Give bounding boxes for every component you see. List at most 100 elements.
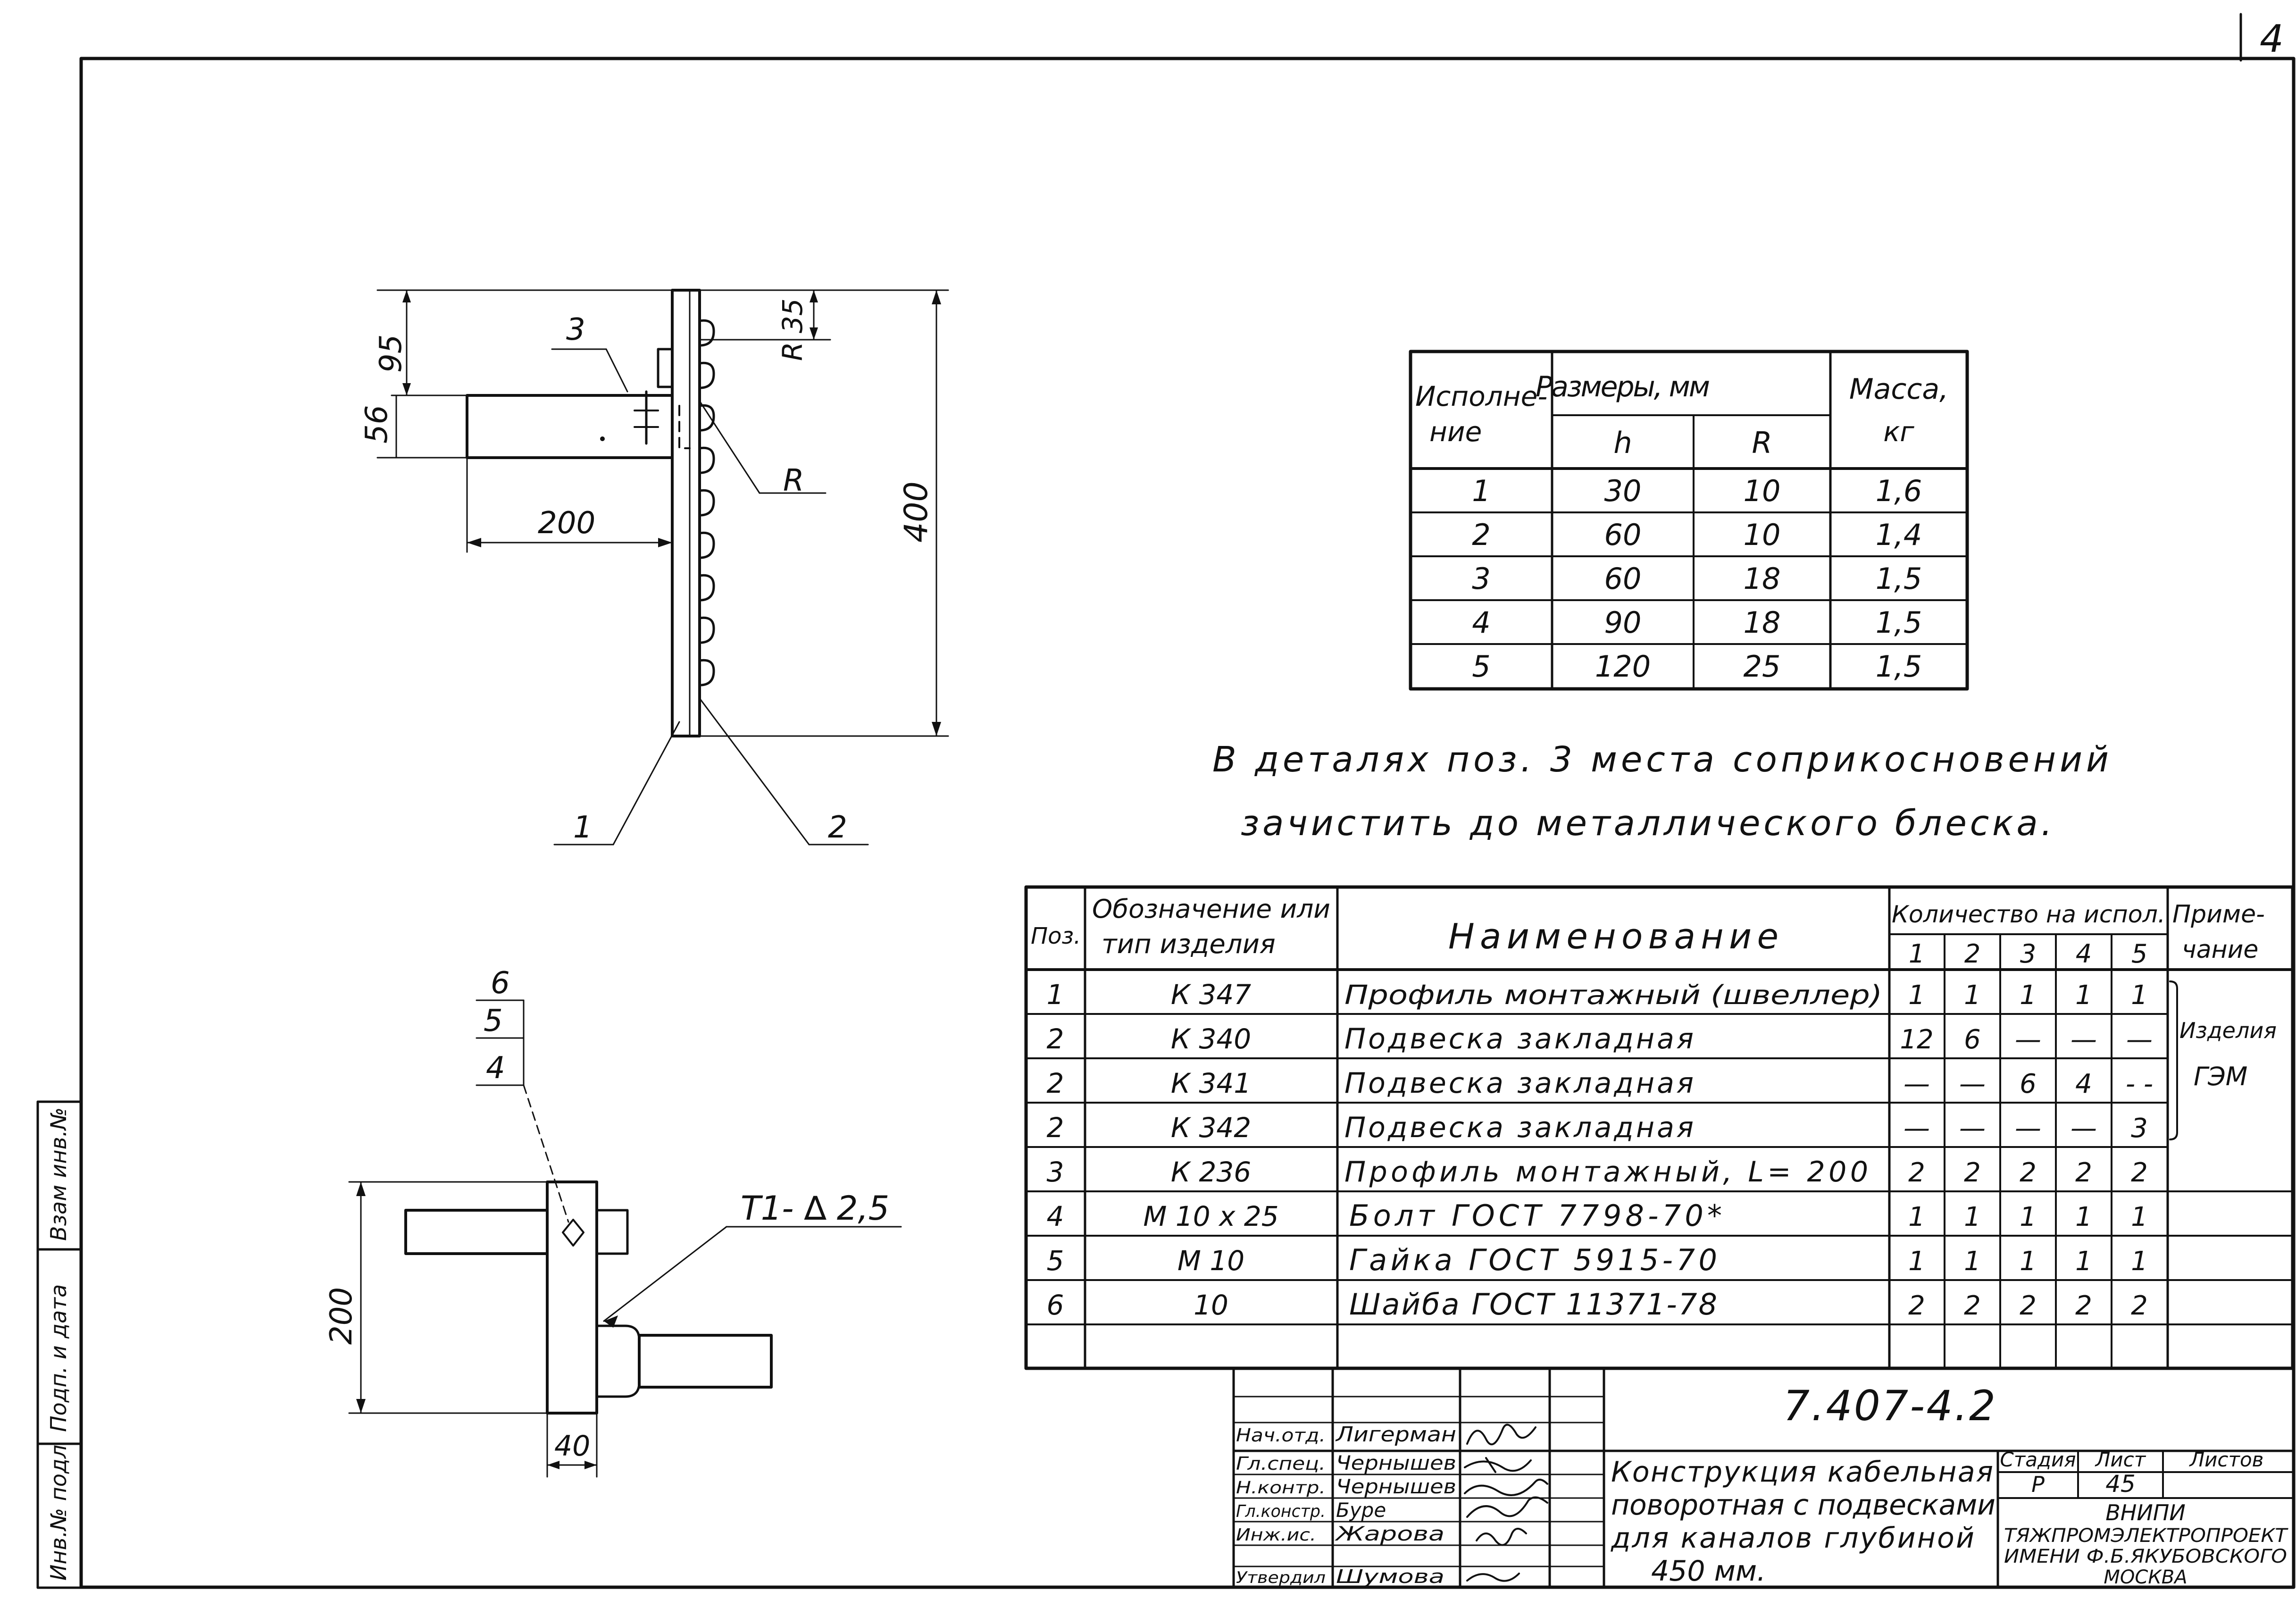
spec-cell-name: Шайба ГОСТ 11371-78	[1349, 1287, 1717, 1322]
vt-cell: 5	[1472, 649, 1490, 684]
spec-cell-qty: - -	[2126, 1069, 2153, 1099]
callout-1: 1	[573, 810, 593, 845]
spec-cell-designation: М 10	[1177, 1245, 1244, 1277]
spec-cell-qty: 2	[2131, 1157, 2148, 1188]
vt-header-mass-1: Масса,	[1849, 373, 1948, 406]
spec-header-name: Наименование	[1448, 916, 1778, 957]
tb-title-line: поворотная с подвесками	[1611, 1489, 1995, 1522]
spec-cell-qty: 6	[1964, 1024, 1981, 1055]
spec-cell-qty: 3	[2131, 1113, 2148, 1144]
vt-cell: 2	[1472, 518, 1490, 552]
dim-200-bottom: 200	[324, 1287, 359, 1345]
spec-cell-designation: К 341	[1171, 1067, 1251, 1099]
bottom-view-drawing: 200 40 6 5 4 Т1- ∆ 2,5	[324, 966, 902, 1478]
spec-cell-pos: 2	[1047, 1067, 1064, 1099]
vt-header-h: h	[1613, 426, 1632, 460]
side-stamp-cell-2: Подп. и дата	[46, 1284, 71, 1432]
spec-row: 2 К 341 Подвеска закладная — — 6 4 - -	[1047, 1067, 2154, 1100]
vt-header-mass-2: кг	[1883, 416, 1914, 448]
spec-cell-qty: —	[1904, 1069, 1930, 1099]
spec-cell-designation: 10	[1194, 1289, 1228, 1321]
callout-3: 3	[566, 312, 585, 347]
vt-cell: 1,5	[1876, 605, 1922, 640]
tb-sheet-label: Лист	[2095, 1448, 2146, 1471]
vt-cell: 30	[1604, 474, 1642, 508]
spec-cell-pos: 6	[1047, 1289, 1064, 1321]
spec-cell-qty: —	[2071, 1113, 2097, 1144]
side-stamp: Взам инв.№ Подп. и дата Инв.№ подл	[36, 1100, 83, 1589]
spec-row: 2 К 340 Подвеска закладная 12 6 — — —	[1047, 1022, 2153, 1055]
spec-cell-qty: —	[2071, 1024, 2097, 1055]
spec-cell-pos: 5	[1047, 1245, 1064, 1277]
vt-row: 4 90 18 1,5	[1472, 605, 1922, 640]
label-R: R	[783, 463, 804, 498]
tb-stage-label: Стадия	[2000, 1448, 2076, 1471]
spec-cell-qty: 1	[2020, 1202, 2037, 1232]
vt-row: 2 60 10 1,4	[1472, 518, 1922, 552]
tb-role: Утвердил	[1236, 1568, 1326, 1587]
spec-note-products: Изделия	[2179, 1018, 2277, 1043]
tb-role: Гл.спец.	[1236, 1453, 1326, 1474]
spec-cell-designation: К 236	[1171, 1156, 1251, 1188]
spec-cell-qty: 1	[1964, 1246, 1981, 1277]
dim-200-top: 200	[538, 506, 595, 541]
vt-cell: 120	[1595, 649, 1651, 684]
variant-table: Исполне- ние Размеры, мм h R Масса, кг 1…	[1409, 350, 1969, 691]
spec-cell-designation: К 342	[1171, 1112, 1251, 1144]
vt-header-R: R	[1752, 426, 1772, 460]
dim-r35: R 35	[776, 298, 809, 361]
top-view-drawing: 95 56 200 400 R 35 3 R 1 2	[359, 289, 949, 846]
note-line-2: зачистить до металлического блеска.	[1241, 803, 2052, 844]
spec-cell-designation: К 340	[1171, 1023, 1251, 1055]
tb-title-line: 450 мм.	[1651, 1555, 1766, 1588]
callout-2: 2	[828, 810, 847, 845]
spec-cell-qty: 1	[2020, 980, 2037, 1011]
tb-name: Шумова	[1336, 1566, 1444, 1588]
spec-cell-qty: 1	[2075, 1246, 2092, 1277]
vt-row: 5 120 25 1,5	[1472, 649, 1922, 684]
tb-name: Жарова	[1334, 1522, 1444, 1545]
spec-cell-designation: М 10 х 25	[1143, 1200, 1278, 1232]
spec-cell-pos: 4	[1047, 1200, 1064, 1232]
vt-cell: 60	[1604, 518, 1642, 552]
tb-role: Инж.ис.	[1236, 1525, 1316, 1545]
tb-org-line: ИМЕНИ Ф.Б.ЯКУБОВСКОГО	[2004, 1546, 2287, 1567]
signature-2	[1464, 1457, 1532, 1473]
spec-cell-qty: 1	[1964, 980, 1981, 1011]
title-block: 7.407-4.2 Нач.отд. Гл.спец. Н.контр. Гл.…	[1232, 1367, 2294, 1589]
vt-cell: 10	[1744, 474, 1781, 508]
sheet-number: 4	[2260, 17, 2284, 61]
dim-40: 40	[554, 1430, 590, 1463]
callout-5: 5	[484, 1004, 503, 1038]
signature-6	[1466, 1573, 1520, 1582]
spec-header-note-1: Приме-	[2172, 900, 2265, 929]
note-line-1: В деталях поз. 3 места соприкосновений	[1212, 739, 2109, 780]
spec-cell-pos: 2	[1047, 1112, 1064, 1144]
vt-row: 1 30 10 1,6	[1472, 474, 1922, 508]
spec-cell-qty: 1	[2131, 1246, 2148, 1277]
signature-3	[1464, 1479, 1548, 1496]
tb-name: Лигерман	[1335, 1423, 1456, 1447]
vt-cell: 3	[1472, 561, 1490, 596]
tb-name: Чернышев	[1336, 1451, 1456, 1474]
spec-cell-qty: 2	[1964, 1290, 1981, 1321]
vt-cell: 90	[1604, 605, 1642, 640]
tb-role: Н.контр.	[1236, 1478, 1326, 1498]
vt-header-dims: Размеры, мм	[1536, 370, 1710, 403]
spec-cell-qty: 1	[1908, 1202, 1925, 1232]
drawing-frame	[79, 57, 2296, 1589]
spec-cell-qty: 2	[2075, 1157, 2092, 1188]
spec-cell-pos: 3	[1047, 1156, 1064, 1188]
spec-row: 3 К 236 Профиль монтажный, L= 200 2 2 2 …	[1047, 1155, 2148, 1189]
spec-header-pos: Поз.	[1031, 923, 1081, 949]
tb-org-line: ВНИПИ	[2105, 1500, 2186, 1525]
spec-cell-name: Подвеска закладная	[1344, 1067, 1694, 1100]
tb-sheets-label: Листов	[2189, 1448, 2264, 1471]
spec-row: 1 К 347 Профиль монтажный (швеллер) 1 1 …	[1047, 979, 2148, 1011]
spec-cell-qty: —	[1904, 1113, 1930, 1144]
spec-cell-name: Гайка ГОСТ 5915-70	[1349, 1243, 1717, 1277]
vt-cell: 18	[1744, 605, 1781, 640]
vt-cell: 1,5	[1876, 649, 1922, 684]
spec-cell-qty: 1	[2131, 1202, 2148, 1232]
